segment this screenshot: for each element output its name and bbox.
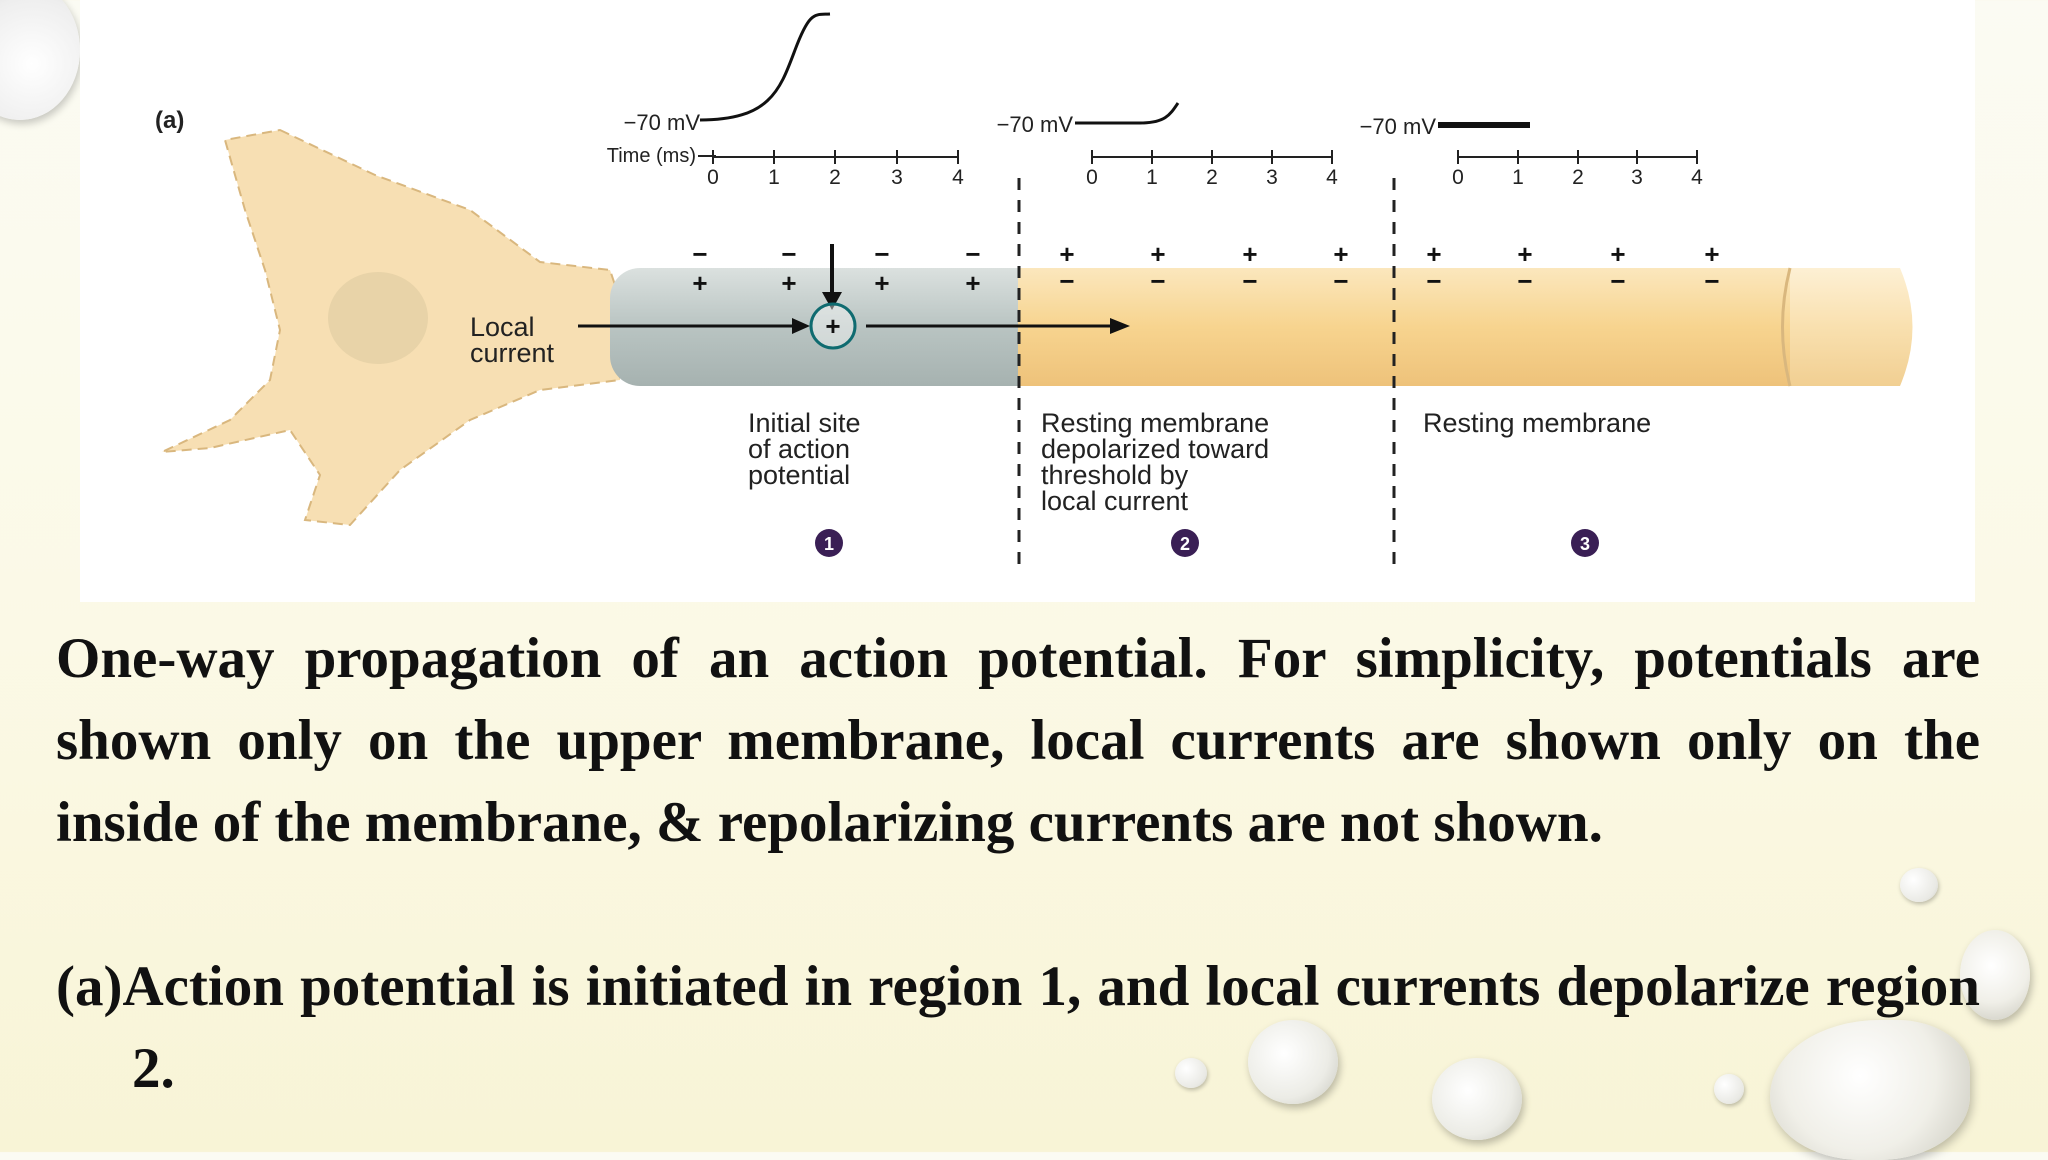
trace-region-2 [1075,102,1180,125]
water-drop-decoration [1175,1058,1207,1088]
charges-region-1: − + − + − + − + [692,239,980,298]
region-badge-number: 3 [1580,534,1590,554]
charge-minus: − [1426,266,1441,296]
water-drop-decoration [1714,1074,1744,1104]
tick-label: 3 [891,166,903,189]
tick-label: 1 [1146,166,1158,189]
charge-plus: + [965,268,980,298]
charge-minus: − [1150,266,1165,296]
region-2-line: depolarized toward [1041,434,1269,464]
mv-label-3: −70 mV [1360,114,1437,139]
water-drop-decoration [0,0,80,120]
charge-plus: + [874,268,889,298]
charge-plus: + [1426,239,1441,269]
tick-label: 4 [1691,166,1703,189]
time-axis-region-2: 0 1 2 3 4 [1086,150,1338,189]
trace-region-1 [699,12,831,122]
region-2-line: Resting membrane [1041,408,1269,438]
water-drop-decoration [1248,1020,1338,1104]
local-current-label-2: current [470,338,555,368]
charge-minus: − [1517,266,1532,296]
charge-plus: + [1610,239,1625,269]
tick-label: 3 [1631,166,1643,189]
charge-plus: + [1704,239,1719,269]
charge-plus: + [1333,239,1348,269]
region-badge-2: 2 [1171,529,1199,557]
region-2-description: Resting membrane depolarized toward thre… [1041,408,1269,516]
region-1-line: of action [748,434,850,464]
water-drop-decoration [1770,1020,1970,1160]
region-2-line: local current [1041,486,1189,516]
axon-end [1790,268,1913,386]
mv-label-2: −70 mV [997,112,1074,137]
region-3-description: Resting membrane [1423,408,1651,438]
charge-minus: − [1610,266,1625,296]
region-badge-number: 1 [824,534,834,554]
tick-label: 0 [1452,166,1464,189]
charge-plus: + [1242,239,1257,269]
charge-plus: + [781,268,796,298]
propagation-arrowhead [1110,318,1130,334]
charge-plus: + [1059,239,1074,269]
charge-minus: − [965,239,980,269]
caption-main: One-way propagation of an action potenti… [56,627,1980,854]
caption-part-a: (a)Action potential is initiated in regi… [56,955,1980,1100]
time-axis-region-1: 0 1 2 3 4 [707,150,964,189]
panel-label: (a) [155,107,184,134]
tick-label: 2 [1572,166,1584,189]
charge-minus: − [1242,266,1257,296]
time-axis-region-3: 0 1 2 3 4 [1452,150,1703,189]
tick-label: 2 [1206,166,1218,189]
charge-minus: − [874,239,889,269]
water-drop-decoration [1900,868,1938,902]
region-3-line: Resting membrane [1423,408,1651,438]
local-current-arrowhead [792,318,810,334]
region-badge-1: 1 [815,529,843,557]
tick-label: 0 [1086,166,1098,189]
charges-region-3: + − + − + − + − [1426,239,1719,296]
water-drop-decoration [1960,930,2030,1020]
tick-label: 0 [707,166,719,189]
charge-plus: + [692,268,707,298]
tick-label: 1 [768,166,780,189]
axon-region-3 [1416,268,1816,386]
region-1-description: Initial site of action potential [748,408,861,490]
region-2-line: threshold by [1041,460,1189,490]
action-potential-diagram: −70 mV −70 mV −70 mV Time (ms) (a) 0 1 2… [80,0,1975,602]
positive-ion-sign: + [825,311,840,341]
tick-label: 2 [829,166,841,189]
tick-label: 1 [1512,166,1524,189]
diagram-svg: −70 mV −70 mV −70 mV Time (ms) (a) 0 1 2… [155,12,1913,568]
tick-label: 3 [1266,166,1278,189]
charge-plus: + [1517,239,1532,269]
region-badge-number: 2 [1180,534,1190,554]
charge-minus: − [1333,266,1348,296]
tick-label: 4 [1326,166,1338,189]
charge-minus: − [1059,266,1074,296]
time-label: Time (ms) [607,145,696,167]
axon-end-edge [1781,267,1792,387]
charge-minus: − [692,239,707,269]
charge-minus: − [781,239,796,269]
region-1-line: Initial site [748,408,861,438]
charges-region-2: + − + − + − + − [1059,239,1348,296]
neuron-nucleus [328,272,428,364]
axon-region-1 [610,268,1065,386]
mv-label-1: −70 mV [624,110,701,135]
region-badge-3: 3 [1571,529,1599,557]
local-current-label-1: Local [470,312,535,342]
tick-label: 4 [952,166,964,189]
stimulus-arrowhead [822,292,842,310]
region-1-line: potential [748,460,850,490]
positive-ion-circle [809,302,857,350]
water-drop-decoration [1432,1058,1522,1140]
charge-plus: + [1150,239,1165,269]
charge-minus: − [1704,266,1719,296]
